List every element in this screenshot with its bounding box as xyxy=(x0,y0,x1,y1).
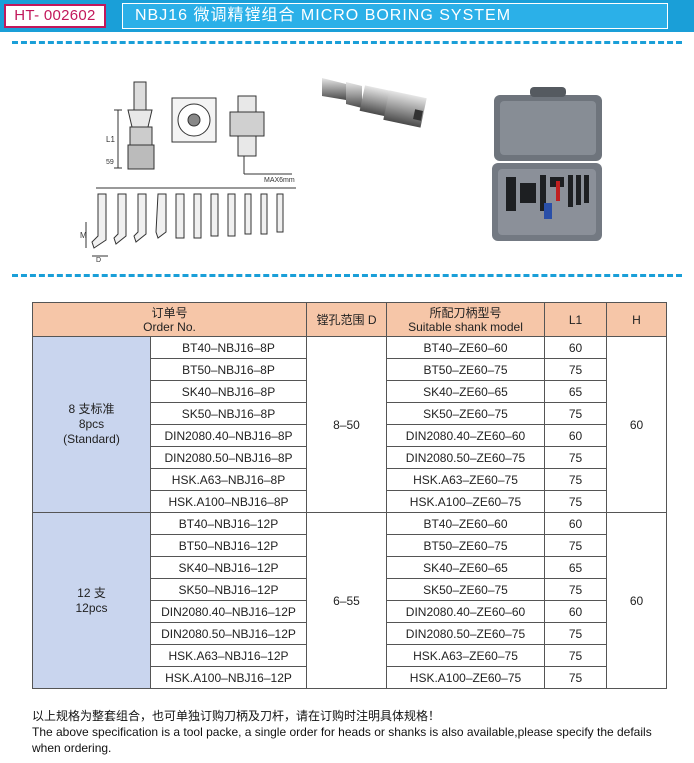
h-cell: 60 xyxy=(606,512,667,689)
l1-cell: 75 xyxy=(544,622,607,645)
range-cell: 8–50 xyxy=(306,336,387,513)
l1-cell: 75 xyxy=(544,490,607,513)
shank-cell: BT40–ZE60–60 xyxy=(386,512,545,535)
l1-cell: 60 xyxy=(544,424,607,447)
l1-cell: 75 xyxy=(544,644,607,667)
order-cell: SK40–NBJ16–12P xyxy=(150,556,307,579)
label-d: D xyxy=(96,257,101,262)
shank-cell: DIN2080.50–ZE60–75 xyxy=(386,622,545,645)
header-l1: L1 xyxy=(544,302,607,337)
shank-cell: BT40–ZE60–60 xyxy=(386,336,545,359)
label-l1: L1 xyxy=(106,135,115,144)
shank-cell: DIN2080.40–ZE60–60 xyxy=(386,424,545,447)
order-cell: DIN2080.40–NBJ16–8P xyxy=(150,424,307,447)
group-label-en: 8pcs xyxy=(78,417,105,431)
order-cell: BT50–NBJ16–12P xyxy=(150,534,307,557)
order-cell: SK50–NBJ16–12P xyxy=(150,578,307,601)
shank-cell: HSK.A100–ZE60–75 xyxy=(386,490,545,513)
group-label-en: 12pcs xyxy=(75,600,108,615)
range-cell: 6–55 xyxy=(306,512,387,689)
l1-cell: 75 xyxy=(544,402,607,425)
footnote-en: The above specification is a tool packe,… xyxy=(32,725,652,755)
l1-cell: 75 xyxy=(544,666,607,689)
group-label-12pcs: 12 支 12pcs xyxy=(32,512,151,689)
group-label-8pcs: 8 支标准 8pcs (Standard) xyxy=(32,336,151,513)
footnote: 以上规格为整套组合，也可单独订购刀柄及刀杆，请在订购时注明具体规格！ The a… xyxy=(32,708,672,756)
shank-cell: BT50–ZE60–75 xyxy=(386,358,545,381)
table-row: 8 支标准 8pcs (Standard) BT40–NBJ16–8P 8–50… xyxy=(32,336,667,513)
group-label-cn: 12 支 xyxy=(77,585,106,600)
header-order: 订单号 Order No. xyxy=(32,302,307,337)
order-cell: HSK.A63–NBJ16–12P xyxy=(150,644,307,667)
l1-cell: 65 xyxy=(544,380,607,403)
l1-cell: 60 xyxy=(544,600,607,623)
order-cell: HSK.A63–NBJ16–8P xyxy=(150,468,307,491)
order-cell: SK50–NBJ16–8P xyxy=(150,402,307,425)
l1-cell: 75 xyxy=(544,534,607,557)
order-cell: DIN2080.40–NBJ16–12P xyxy=(150,600,307,623)
shank-cell: HSK.A100–ZE60–75 xyxy=(386,666,545,689)
header-shank: 所配刀柄型号 Suitable shank model xyxy=(386,302,545,337)
label-max: MAX6mm xyxy=(264,177,295,184)
header-order-cn: 订单号 xyxy=(151,305,188,320)
l1-cell: 65 xyxy=(544,556,607,579)
l1-cell: 60 xyxy=(544,512,607,535)
label-59: 59 xyxy=(106,159,114,166)
table-row: 12 支 12pcs BT40–NBJ16–12P 6–55 BT40–ZE60… xyxy=(32,512,667,689)
order-cell: BT40–NBJ16–8P xyxy=(150,336,307,359)
label-m: M xyxy=(80,231,87,240)
l1-cell: 60 xyxy=(544,336,607,359)
tool-case-photo xyxy=(492,87,602,241)
h-cell: 60 xyxy=(606,336,667,513)
shank-cell: HSK.A63–ZE60–75 xyxy=(386,468,545,491)
shank-cell: SK50–ZE60–75 xyxy=(386,578,545,601)
page-title: NBJ16 微调精镗组合 MICRO BORING SYSTEM xyxy=(122,3,668,29)
header-order-en: Order No. xyxy=(143,319,196,334)
technical-drawing: L1 59 MAX6mm M D xyxy=(80,81,296,262)
order-cell: HSK.A100–NBJ16–8P xyxy=(150,490,307,513)
order-cell: SK40–NBJ16–8P xyxy=(150,380,307,403)
order-cell: DIN2080.50–NBJ16–12P xyxy=(150,622,307,645)
header-bar: HT- 002602 NBJ16 微调精镗组合 MICRO BORING SYS… xyxy=(0,0,694,32)
shank-cell: SK40–ZE60–65 xyxy=(386,380,545,403)
l1-cell: 75 xyxy=(544,578,607,601)
l1-cell: 75 xyxy=(544,468,607,491)
order-cell: DIN2080.50–NBJ16–8P xyxy=(150,446,307,469)
middle-divider xyxy=(12,274,682,277)
shank-cell: DIN2080.50–ZE60–75 xyxy=(386,446,545,469)
order-cell: HSK.A100–NBJ16–12P xyxy=(150,666,307,689)
header-shank-cn: 所配刀柄型号 xyxy=(429,305,502,320)
table-header-row: 订单号 Order No. 镗孔范围 D 所配刀柄型号 Suitable sha… xyxy=(32,302,667,337)
shank-cell: DIN2080.40–ZE60–60 xyxy=(386,600,545,623)
l1-cell: 75 xyxy=(544,358,607,381)
order-cell: BT50–NBJ16–8P xyxy=(150,358,307,381)
group-label-en2: (Standard) xyxy=(63,432,120,446)
footnote-cn: 以上规格为整套组合，也可单独订购刀柄及刀杆，请在订购时注明具体规格！ xyxy=(32,709,441,723)
shank-cell: SK50–ZE60–75 xyxy=(386,402,545,425)
order-cell: BT40–NBJ16–12P xyxy=(150,512,307,535)
header-h: H xyxy=(606,302,667,337)
shank-cell: HSK.A63–ZE60–75 xyxy=(386,644,545,667)
header-range: 镗孔范围 D xyxy=(306,302,387,337)
group-label-cn: 8 支标准 xyxy=(68,402,115,416)
top-divider xyxy=(12,41,682,44)
header-shank-en: Suitable shank model xyxy=(408,319,523,334)
shank-cell: BT50–ZE60–75 xyxy=(386,534,545,557)
spec-table: 订单号 Order No. 镗孔范围 D 所配刀柄型号 Suitable sha… xyxy=(32,302,667,689)
product-code-badge: HT- 002602 xyxy=(4,4,106,28)
boring-head-photo xyxy=(322,78,427,128)
l1-cell: 75 xyxy=(544,446,607,469)
shank-cell: SK40–ZE60–65 xyxy=(386,556,545,579)
